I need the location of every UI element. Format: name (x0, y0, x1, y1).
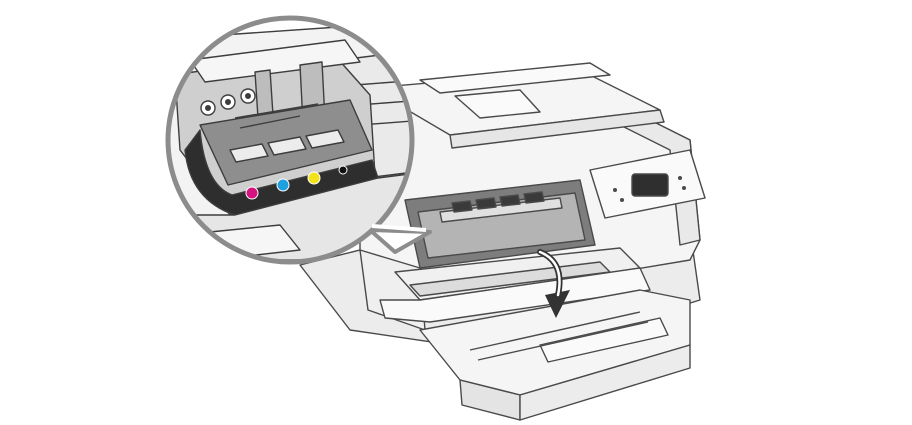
callout-ring (165, 15, 415, 265)
callout-tail (368, 228, 432, 254)
cyan-ink-indicator (276, 178, 290, 192)
magenta-ink-indicator (245, 186, 259, 200)
yellow-ink-indicator (307, 171, 321, 185)
display-screen (631, 173, 669, 197)
printer-body (299, 62, 706, 421)
callout-magnifier (165, 15, 415, 265)
black-ink-indicator (338, 165, 348, 175)
open-door-arrow-icon (537, 249, 570, 318)
